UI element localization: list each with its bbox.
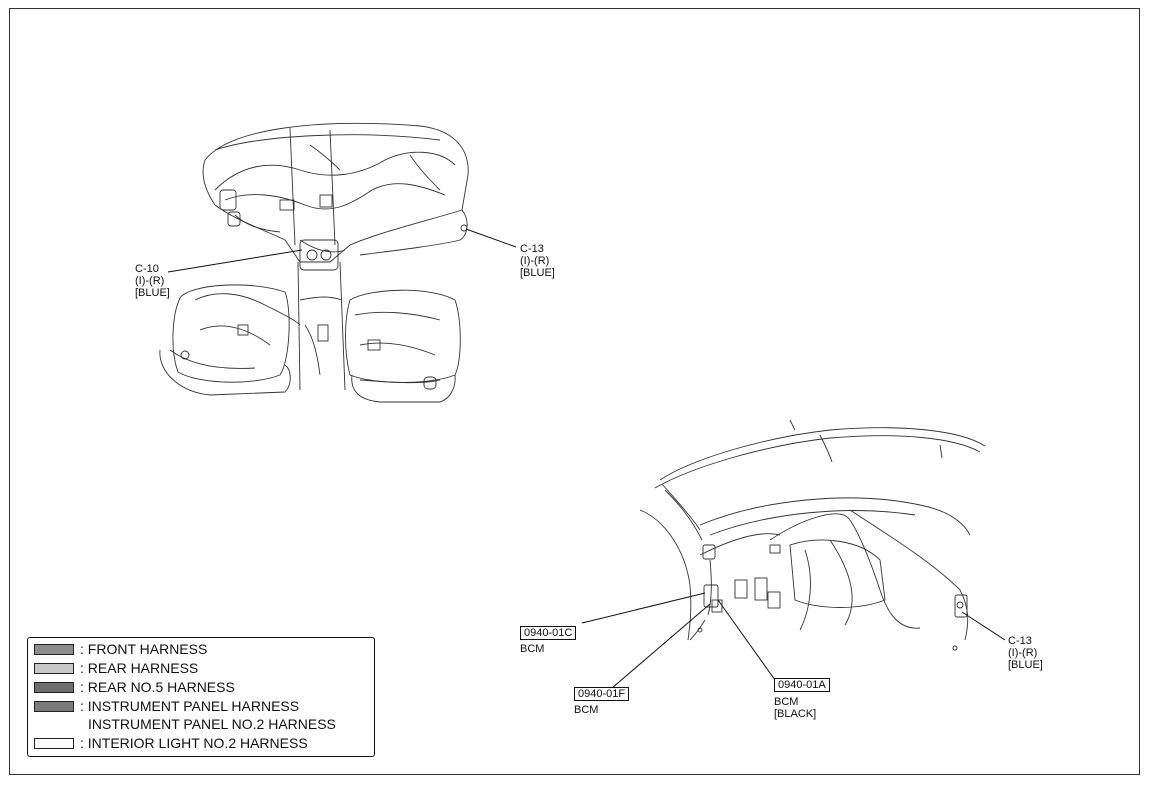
callout-c10-code: C-10 xyxy=(135,263,159,275)
callout-0940-01a: 0940-01A BCM [BLACK] xyxy=(774,678,830,720)
detail-dash-illustration xyxy=(639,419,986,651)
harness-legend: : FRONT HARNESS : REAR HARNESS : REAR NO… xyxy=(27,637,375,757)
callout-c10-pin: (I)-(R) xyxy=(135,275,165,287)
callout-0940-01f: 0940-01F BCM xyxy=(574,687,630,716)
legend-label-rear-no5: : REAR NO.5 HARNESS xyxy=(80,679,235,695)
callout-0940-01a-code: 0940-01A xyxy=(774,678,830,692)
legend-swatch-instrument-panel xyxy=(34,701,74,712)
callout-c10-color: [BLUE] xyxy=(135,287,170,299)
legend-swatch-rear xyxy=(34,663,74,674)
callout-0940-01f-module: BCM xyxy=(574,704,599,716)
overview-vehicle-illustration xyxy=(159,122,469,403)
callout-0940-01a-color: [BLACK] xyxy=(774,708,817,720)
callout-0940-01c-module: BCM xyxy=(520,643,545,655)
callout-c13-top-color: [BLUE] xyxy=(520,267,555,279)
callout-c13-bottom: C-13 (I)-(R) [BLUE] xyxy=(1008,635,1043,671)
callout-c10: C-10 (I)-(R) [BLUE] xyxy=(135,263,170,299)
legend-label-instrument-panel: : INSTRUMENT PANEL HARNESS xyxy=(80,698,300,714)
callout-0940-01f-code: 0940-01F xyxy=(574,687,630,701)
legend-label-front: : FRONT HARNESS xyxy=(80,641,208,657)
legend-swatch-front xyxy=(34,644,74,655)
legend-label-rear: : REAR HARNESS xyxy=(80,660,199,676)
callout-c13-top: C-13 (I)-(R) [BLUE] xyxy=(520,243,555,279)
legend-label-instrument-panel-no2: INSTRUMENT PANEL NO.2 HARNESS xyxy=(88,716,336,732)
callout-c13-bottom-color: [BLUE] xyxy=(1008,659,1043,671)
callout-c13-bottom-pin: (I)-(R) xyxy=(1008,647,1038,659)
legend-label-interior-light-no2: : INTERIOR LIGHT NO.2 HARNESS xyxy=(80,735,308,751)
callout-c13-bottom-code: C-13 xyxy=(1008,635,1032,647)
callout-0940-01c-code: 0940-01C xyxy=(520,626,577,640)
legend-swatch-interior-light-no2 xyxy=(34,738,74,749)
callout-c13-top-code: C-13 xyxy=(520,243,544,255)
callout-0940-01c: 0940-01C BCM xyxy=(520,626,577,655)
legend-swatch-rear-no5 xyxy=(34,682,74,693)
callout-c13-top-pin: (I)-(R) xyxy=(520,255,550,267)
callout-0940-01a-module: BCM xyxy=(774,696,799,708)
